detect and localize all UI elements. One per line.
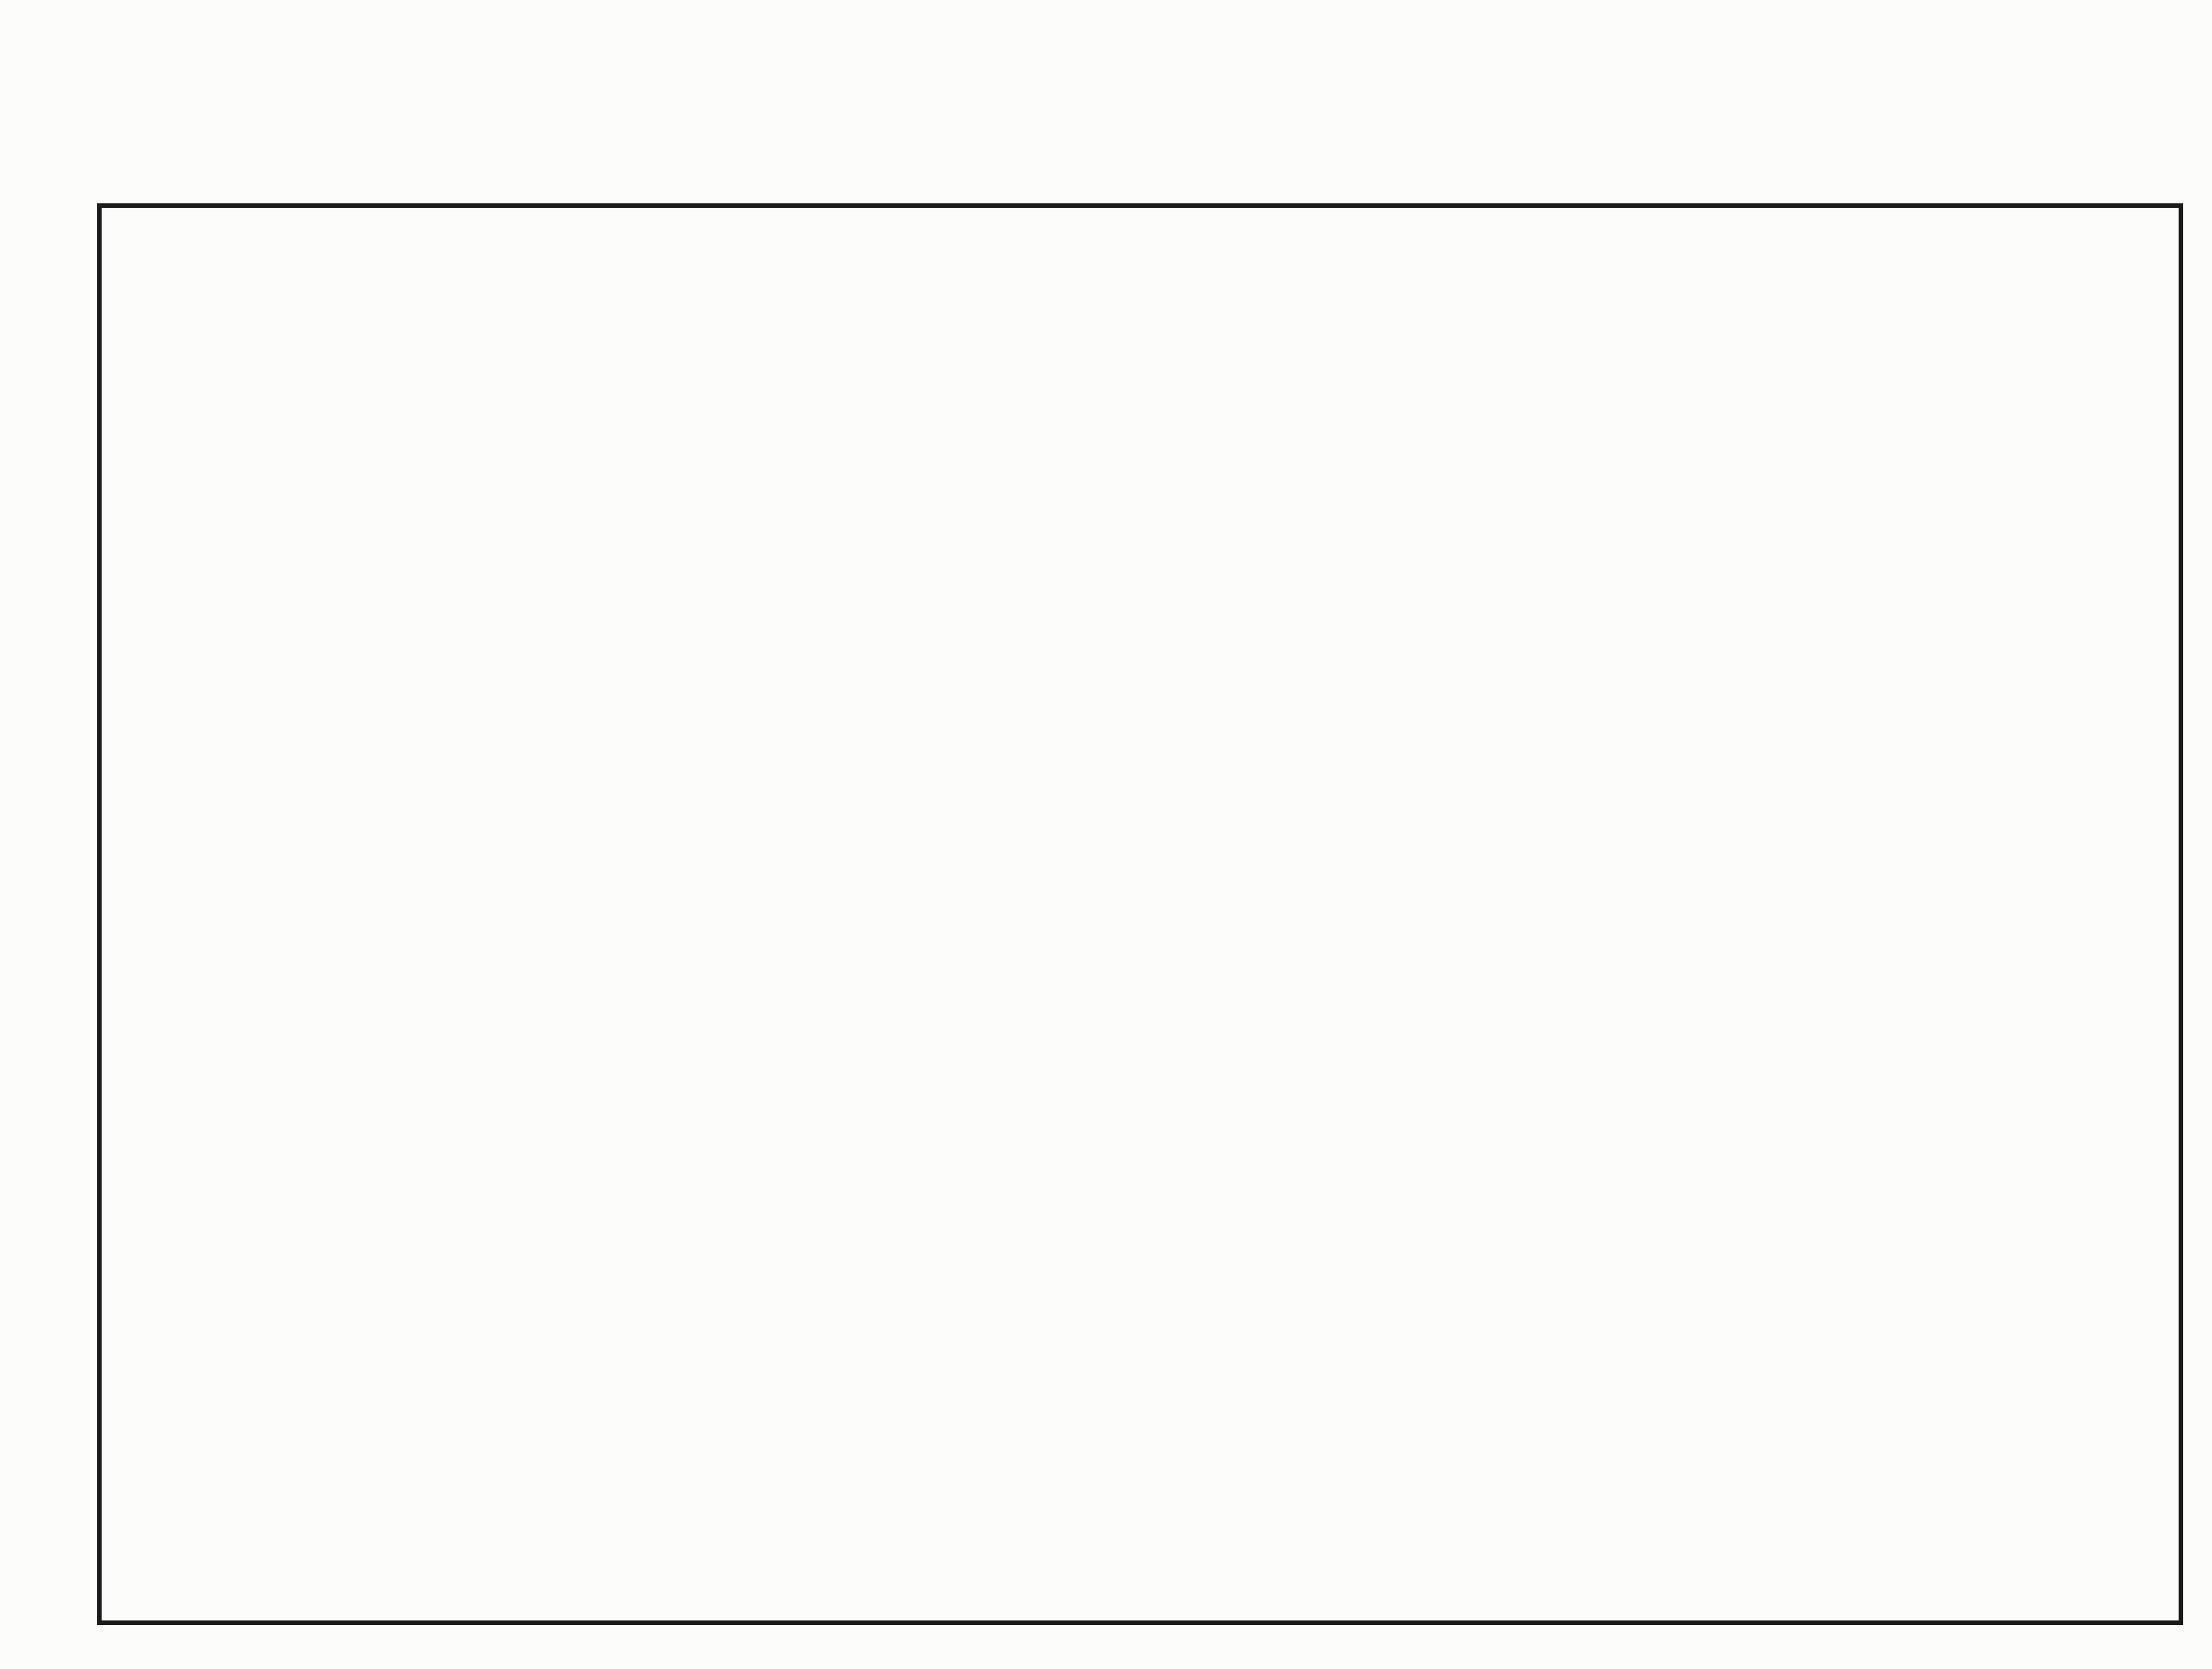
wiring-table [97,203,2183,1625]
page-title [0,90,2212,143]
